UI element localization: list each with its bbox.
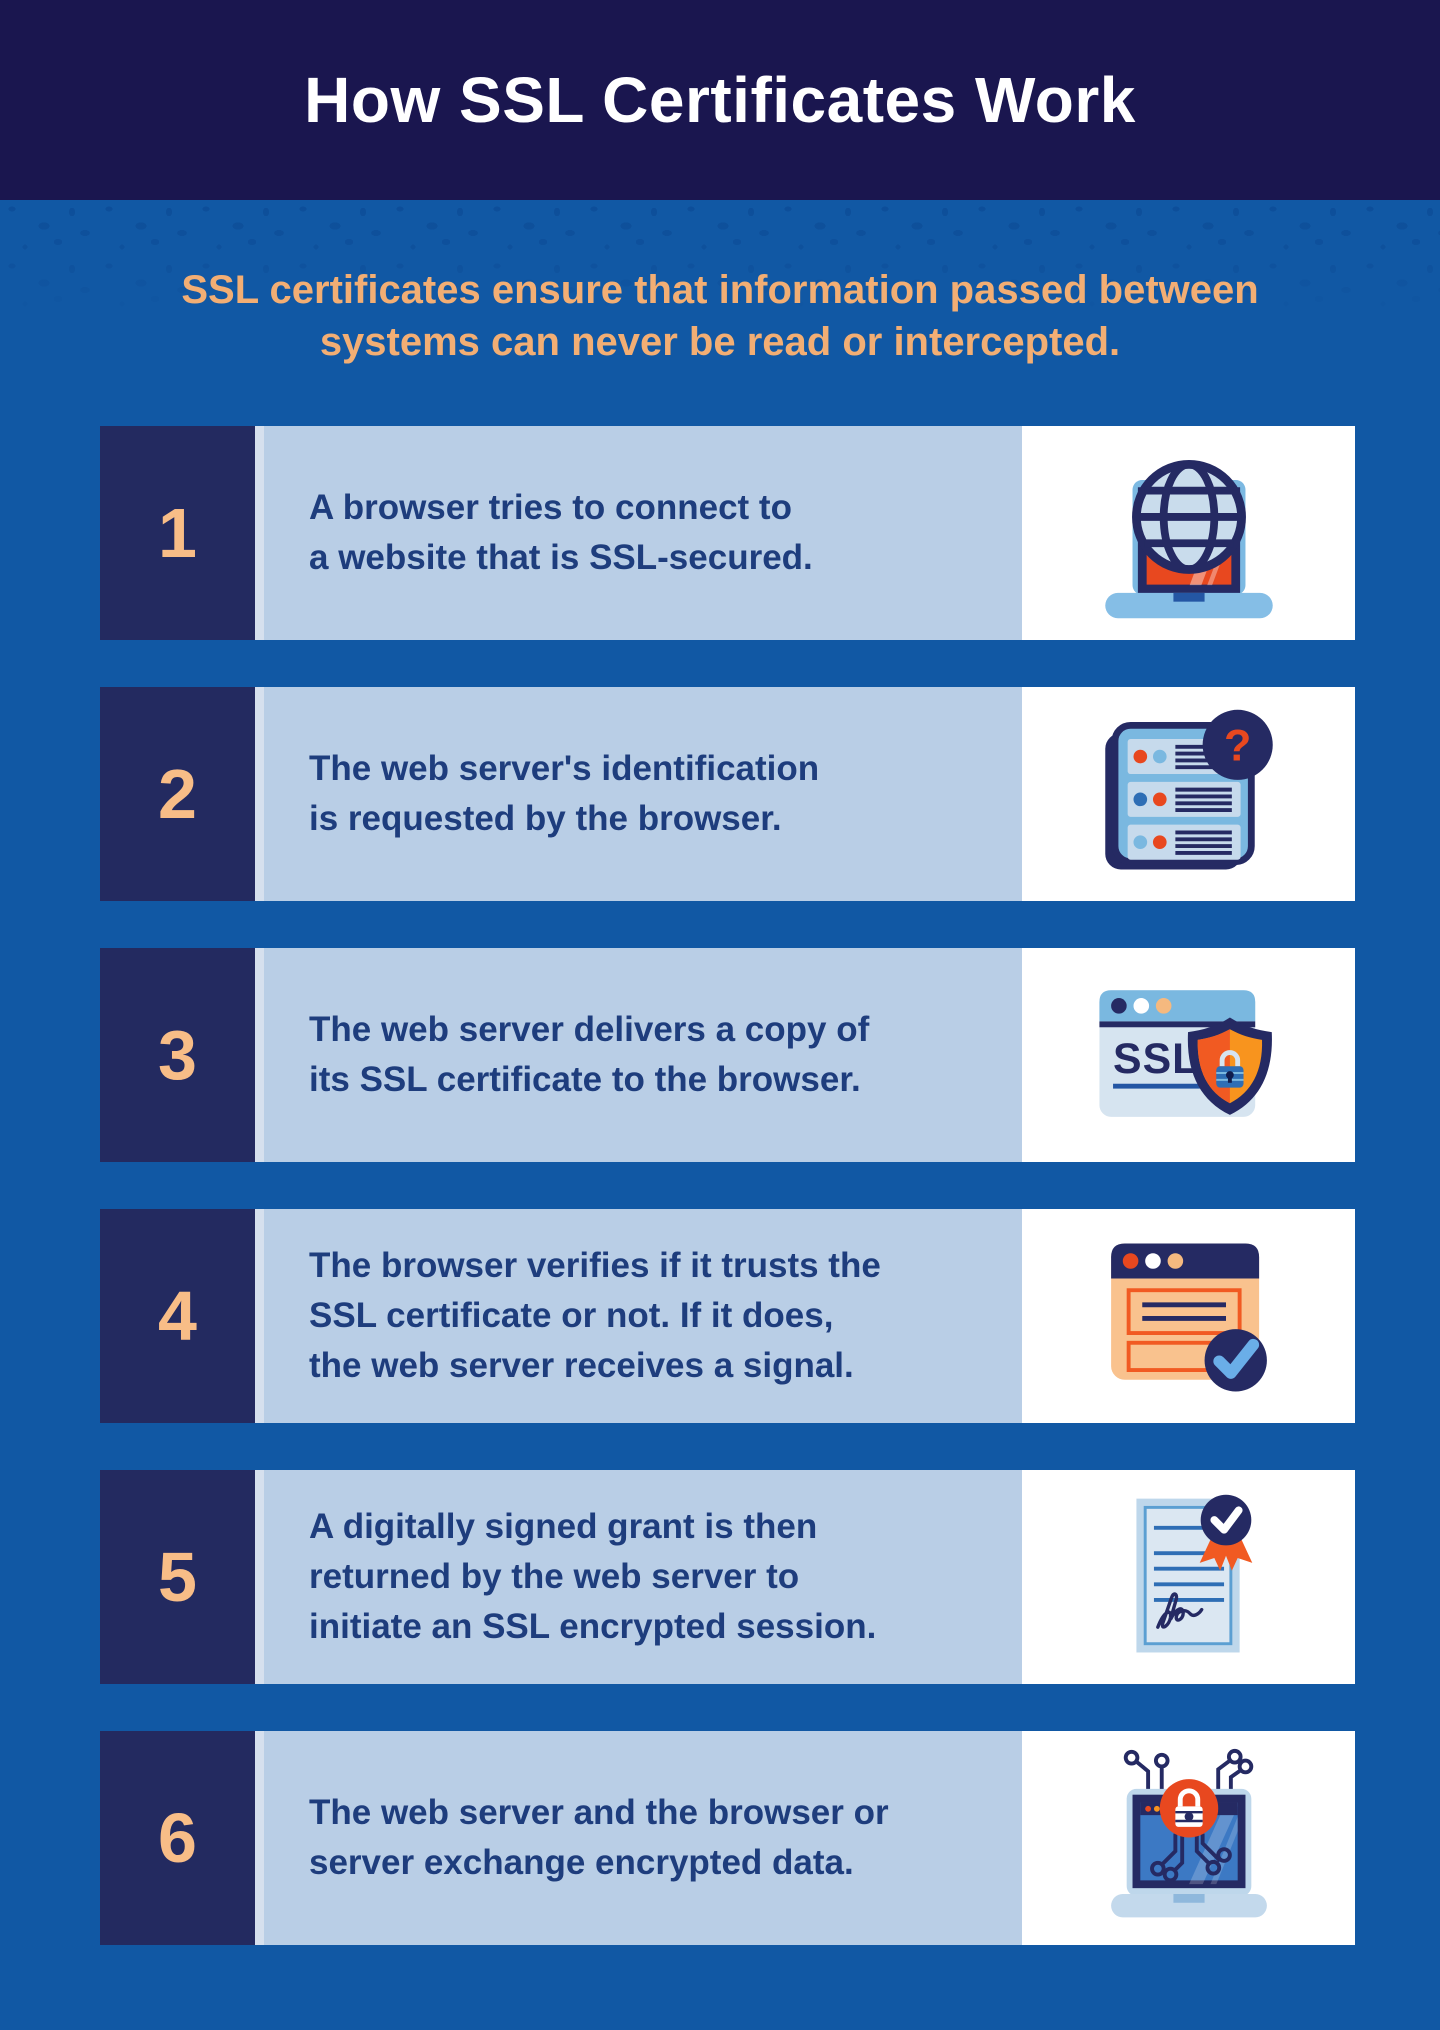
content: SSL certificates ensure that information… (0, 264, 1440, 1945)
step-number: 5 (100, 1470, 255, 1684)
header-band: How SSL Certificates Work (0, 0, 1440, 200)
step-icon-card: ? (1022, 687, 1355, 901)
ssl-label: SSL (1113, 1035, 1199, 1083)
step-row-3: 3 The web server delivers a copy of its … (100, 948, 1355, 1162)
page-title: How SSL Certificates Work (304, 64, 1136, 136)
step-row-2: 2 The web server's identification is req… (100, 687, 1355, 901)
step-text-line: a website that is SSL-secured. (309, 538, 813, 577)
step-text-line: The web server's identification (309, 749, 820, 788)
question-mark-glyph: ? (1224, 720, 1251, 770)
step-divider (255, 687, 264, 901)
step-icon-card (1022, 1731, 1355, 1945)
step-text-line: is requested by the browser. (309, 799, 782, 838)
intro-line-2: systems can never be read or intercepted… (319, 320, 1121, 364)
step-divider (255, 1470, 264, 1684)
step-number: 1 (100, 426, 255, 640)
step-icon-card: SSL (1022, 948, 1355, 1162)
step-text-line: SSL certificate or not. If it does, (309, 1296, 834, 1335)
steps-list: 1 A browser tries to connect to a websit… (100, 426, 1355, 1945)
encrypted-laptop-icon (1110, 1748, 1267, 1917)
step-number: 4 (100, 1209, 255, 1423)
step-divider (255, 948, 264, 1162)
step-divider (255, 1209, 264, 1423)
laptop-globe-icon (1104, 459, 1273, 618)
intro-line-1: SSL certificates ensure that information… (181, 268, 1259, 312)
step-number: 3 (100, 948, 255, 1162)
step-text-line: A browser tries to connect to (309, 488, 792, 527)
server-question-icon: ? (1104, 709, 1273, 869)
step-number: 2 (100, 687, 255, 901)
step-text-line: A digitally signed grant is then (309, 1507, 818, 1546)
step-text-line: The web server and the browser or (309, 1793, 889, 1832)
step-text-line: the web server receives a signal. (309, 1346, 854, 1385)
step-text: A browser tries to connect to a website … (264, 426, 1022, 640)
step-text: The browser verifies if it trusts the SS… (264, 1209, 1022, 1423)
step-text: The web server and the browser or server… (264, 1731, 1022, 1945)
step-icon-card (1022, 1470, 1355, 1684)
step-text-line: The browser verifies if it trusts the (309, 1246, 881, 1285)
step-row-4: 4 The browser verifies if it trusts the … (100, 1209, 1355, 1423)
step-divider (255, 1731, 264, 1945)
step-icon-card (1022, 1209, 1355, 1423)
step-text: A digitally signed grant is then returne… (264, 1470, 1022, 1684)
paper-texture (0, 200, 1440, 330)
step-row-6: 6 The web server and the browser or serv… (100, 1731, 1355, 1945)
step-row-5: 5 A digitally signed grant is then retur… (100, 1470, 1355, 1684)
intro-text: SSL certificates ensure that information… (0, 264, 1440, 368)
step-text: The web server's identification is reque… (264, 687, 1022, 901)
step-text-line: server exchange encrypted data. (309, 1843, 854, 1882)
browser-checkmark-icon (1110, 1242, 1267, 1391)
step-divider (255, 426, 264, 640)
step-text: The web server delivers a copy of its SS… (264, 948, 1022, 1162)
ssl-certificate-shield-icon: SSL (1098, 989, 1272, 1117)
step-text-line: its SSL certificate to the browser. (309, 1060, 861, 1099)
step-text-line: initiate an SSL encrypted session. (309, 1607, 877, 1646)
step-text-line: returned by the web server to (309, 1557, 800, 1596)
signed-certificate-icon (1135, 1494, 1252, 1652)
step-row-1: 1 A browser tries to connect to a websit… (100, 426, 1355, 640)
step-number: 6 (100, 1731, 255, 1945)
step-text-line: The web server delivers a copy of (309, 1010, 870, 1049)
step-icon-card (1022, 426, 1355, 640)
